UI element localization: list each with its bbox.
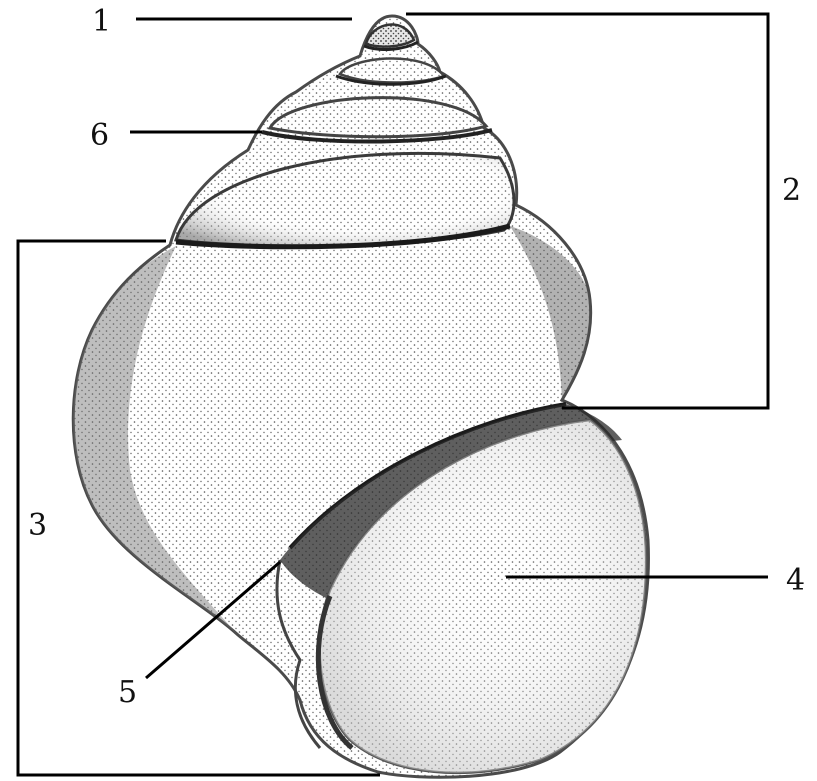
suture-line-1	[363, 40, 419, 51]
bracket-3	[16, 239, 380, 777]
columella-edge	[315, 595, 354, 750]
label-apex: 1	[92, 4, 111, 39]
snail-shell	[71, 14, 650, 779]
label-body-whorl: 3	[28, 508, 47, 543]
leader-5	[145, 560, 281, 680]
leader-lines	[16, 12, 770, 777]
suture-line-4	[175, 223, 511, 250]
body-whorl-shade	[73, 246, 238, 635]
aperture-shade	[319, 420, 647, 773]
label-umbilicus: 5	[118, 675, 137, 710]
part-labels: 1 6 2 3 4 5	[28, 4, 805, 710]
apex-whorl	[364, 23, 416, 48]
right-whorl-shade	[510, 226, 591, 400]
suture-line-2	[335, 74, 447, 86]
bracket-2	[406, 12, 770, 410]
spire-whorl-3	[267, 96, 489, 139]
label-aperture: 4	[786, 563, 805, 598]
suture-line-3	[261, 128, 493, 144]
umbilical-fold	[275, 559, 322, 749]
label-spire: 2	[782, 173, 801, 208]
label-suture: 6	[90, 118, 109, 153]
